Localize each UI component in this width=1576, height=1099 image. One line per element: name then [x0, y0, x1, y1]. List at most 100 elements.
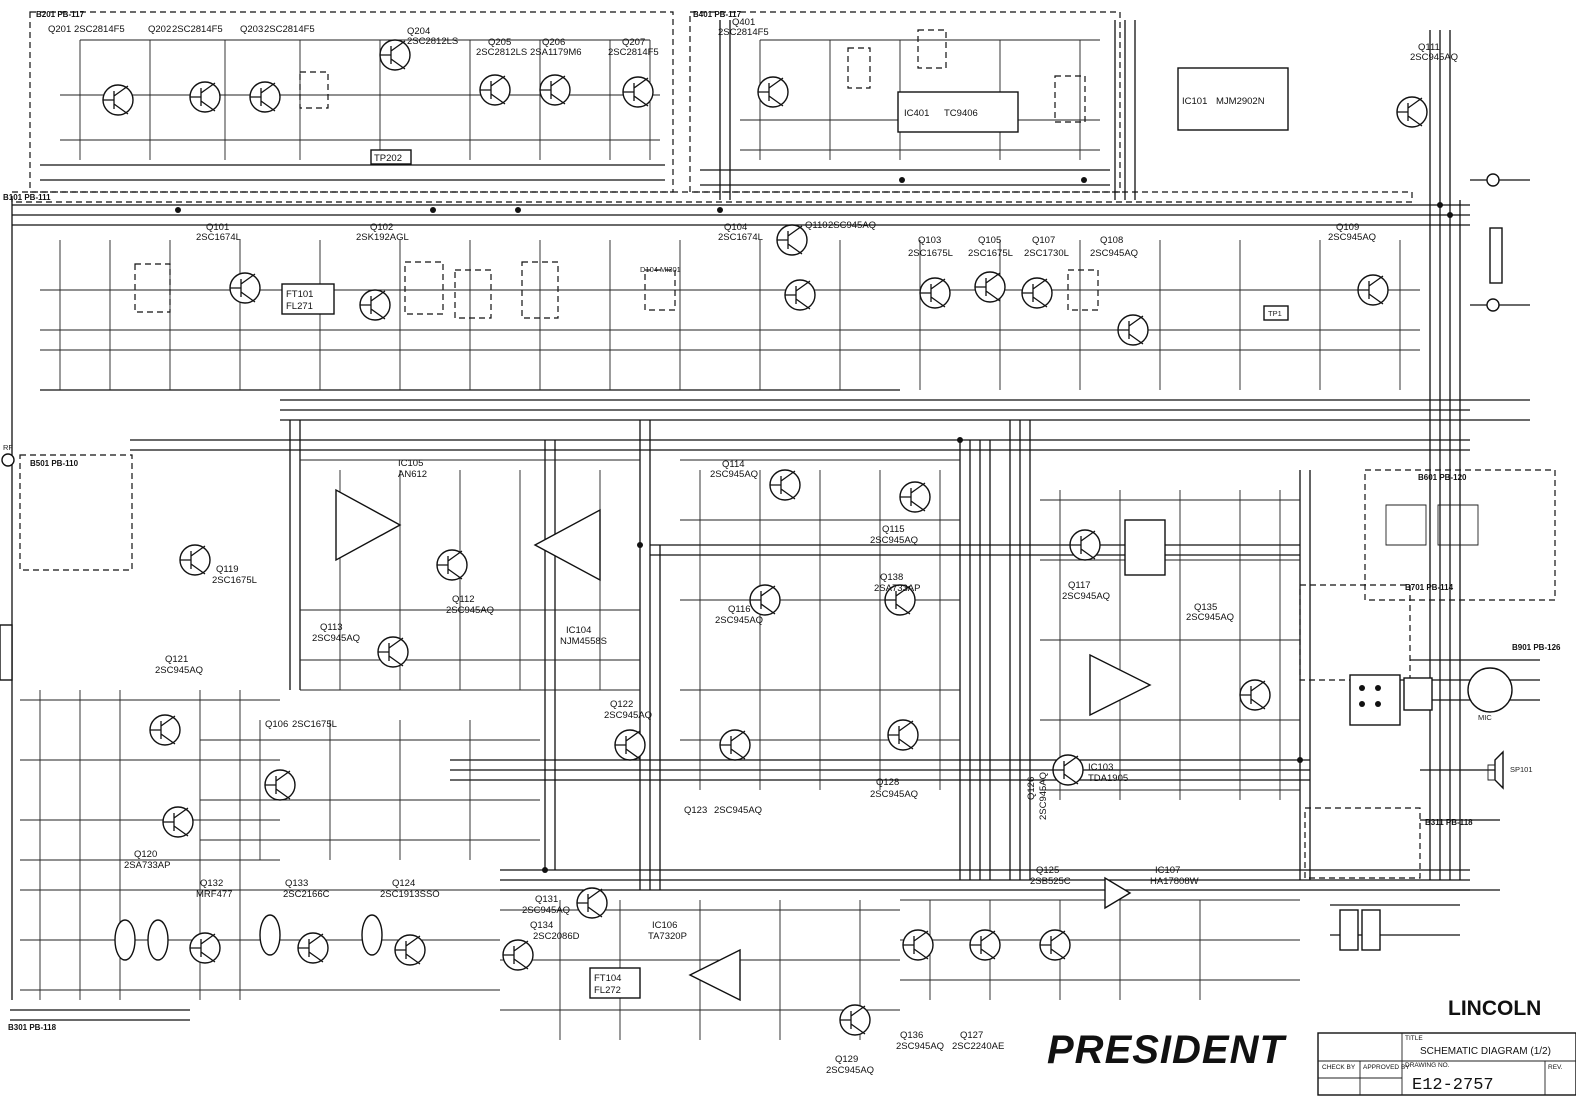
ic103-amp [1089, 653, 1152, 717]
board-label-b701: B701 PB-114 [1405, 583, 1454, 592]
q135-symbol [1239, 679, 1271, 711]
board-b311-outline [1304, 807, 1421, 879]
q134-symbol [502, 939, 534, 971]
q108-symbol [1117, 314, 1149, 346]
board-label-b311: B311 PB-118 [1425, 818, 1473, 827]
ft101-part: FL271 [286, 301, 313, 312]
q207-symbol [622, 76, 654, 108]
q103-symbol [919, 277, 951, 309]
board-b101-edge [11, 191, 1413, 203]
ft104-ref: FT104 [594, 973, 621, 984]
board-b501-outline [19, 454, 133, 571]
board-label-b201: B201 PB-117 [36, 10, 85, 19]
drawing-number: E12-2757 [1412, 1076, 1494, 1095]
q205-ref: Q205 [488, 37, 511, 48]
q203-ref: Q203 [240, 24, 263, 35]
q102-ref: Q102 [370, 222, 393, 233]
q106-ref: Q106 [265, 719, 288, 730]
q122-symbol [614, 729, 646, 761]
q133-symbol [297, 932, 329, 964]
ic107-part: HA17808W [1150, 876, 1199, 887]
ft101-ref: FT101 [286, 289, 313, 300]
q401-ref: Q401 [732, 17, 755, 28]
q109-part: 2SC945AQ [1328, 232, 1376, 243]
board-b201-outline [29, 11, 674, 193]
ic104-ref: IC104 [566, 625, 591, 636]
q204-ref: Q204 [407, 26, 430, 37]
q107-part: 2SC1730L [1024, 248, 1069, 259]
rev-label: REV. [1548, 1064, 1563, 1071]
q104-part: 2SC1674L [718, 232, 763, 243]
ic105-ref: IC105 [398, 458, 423, 469]
approved-label: APPROVED BY [1363, 1064, 1410, 1071]
transistor-labels: Q201 2SC2814F5 Q202 2SC2814F5 Q203 2SC28… [48, 17, 1458, 1076]
ic106-ref: IC106 [652, 920, 677, 931]
q126-part: 2SC945AQ [1038, 772, 1049, 820]
q131-symbol [576, 887, 608, 919]
q110-symbol [776, 224, 808, 256]
q112-part: 2SC945AQ [446, 605, 494, 616]
checked-label: CHECK BY [1322, 1064, 1356, 1071]
ic103-part: TDA1905 [1088, 773, 1128, 784]
q201-part: 2SC2814F5 [74, 24, 125, 35]
q125-symbol [1039, 929, 1071, 961]
q105-part: 2SC1675L [968, 248, 1013, 259]
ic401-part: TC9406 [944, 108, 978, 119]
q123-symbol [719, 729, 751, 761]
q116-part: 2SC945AQ [715, 615, 763, 626]
q103-part: 2SC1675L [908, 248, 953, 259]
q204-symbol [379, 39, 411, 71]
ic401-ref: IC401 [904, 108, 929, 119]
ic-labels: IC101 MJM2902N IC401 TC9406 IC105 AN612 … [3, 96, 1533, 996]
q121-symbol [149, 714, 181, 746]
ic106-part: TA7320P [648, 931, 687, 942]
q206-ref: Q206 [542, 37, 565, 48]
q207-ref: Q207 [622, 37, 645, 48]
q111-ref: Q111 [1418, 42, 1440, 53]
q133-ref: Q133 [285, 878, 308, 889]
q136-symbol [902, 929, 934, 961]
q115-ref: Q115 [882, 524, 905, 535]
q138-part: 2SA733AP [874, 583, 920, 594]
q109-ref: Q109 [1336, 222, 1359, 233]
ft101-box [281, 283, 335, 315]
q136-part: 2SC945AQ [896, 1041, 944, 1052]
q135-part: 2SC945AQ [1186, 612, 1234, 623]
ic401-box [897, 91, 1019, 133]
q124-ref: Q124 [392, 878, 415, 889]
q110-ref: Q110 [805, 220, 828, 231]
q121-part: 2SC945AQ [155, 665, 203, 676]
q122-part: 2SC945AQ [604, 710, 652, 721]
q138-symbol [884, 584, 916, 616]
q108-part: 2SC945AQ [1090, 248, 1138, 259]
ic101-part: MJM2902N [1216, 96, 1265, 107]
ic107-ref: IC107 [1155, 865, 1180, 876]
title-block: TITLE SCHEMATIC DIAGRAM (1/2) CHECK BY A… [1317, 1032, 1576, 1096]
q101-symbol [229, 272, 261, 304]
board-label-b601: B601 PB-120 [1418, 473, 1467, 482]
tp1-label: TP1 [1268, 309, 1282, 318]
q127-symbol [969, 929, 1001, 961]
board-label-b401: B401 PB-117 [693, 10, 742, 19]
q113-symbol [377, 636, 409, 668]
board-outlines [11, 11, 1556, 879]
q124-symbol [394, 934, 426, 966]
q122-ref: Q122 [610, 699, 633, 710]
q128-part: 2SC945AQ [870, 789, 918, 800]
q104-ref: Q104 [724, 222, 747, 233]
q123-part: 2SC945AQ [714, 805, 762, 816]
q134-part: 2SC2086D [533, 931, 580, 942]
q131-part: 2SC945AQ [522, 905, 570, 916]
wiring [10, 20, 1540, 1040]
q126-symbol [1052, 754, 1084, 786]
q119-ref: Q119 [216, 564, 239, 575]
q132-symbol [189, 932, 221, 964]
q135-ref: Q135 [1194, 602, 1217, 613]
q105-symbol [974, 271, 1006, 303]
q120-part: 2SA733AP [124, 860, 170, 871]
q129-symbol [839, 1004, 871, 1036]
q114-symbol [769, 469, 801, 501]
ic105-part: AN612 [398, 469, 427, 480]
q128-ref: Q128 [876, 777, 899, 788]
q202-part: 2SC2814F5 [172, 24, 223, 35]
